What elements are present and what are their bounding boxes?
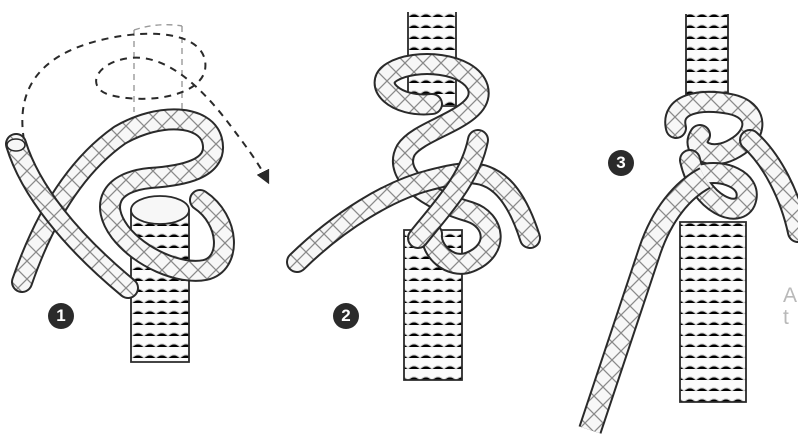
- cropped-caption-line-1: A: [783, 284, 797, 308]
- step-3-badge: 3: [608, 150, 634, 176]
- knot-loop: [297, 64, 530, 264]
- tightened-knot: [675, 102, 798, 232]
- dashed-arrow-icon: [22, 34, 266, 178]
- standing-rope-ghost: [134, 25, 182, 122]
- step-2-badge: 2: [333, 303, 359, 329]
- step-2-illustration: [297, 12, 530, 380]
- step-3-illustration: [590, 14, 798, 430]
- working-rope: [7, 119, 224, 288]
- step-1-badge: 1: [48, 303, 74, 329]
- cropped-caption-line-2: t: [783, 306, 789, 330]
- step-1-illustration: [7, 25, 266, 362]
